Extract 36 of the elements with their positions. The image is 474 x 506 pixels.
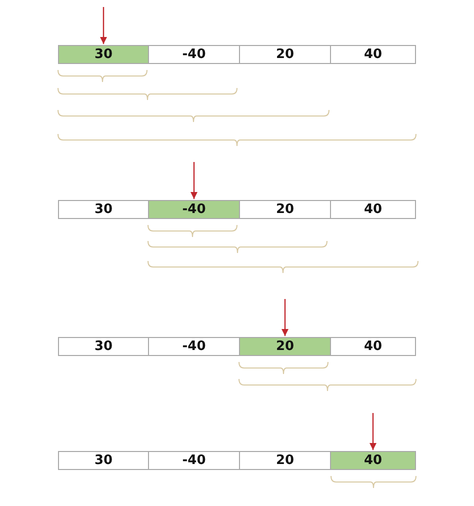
array-cell: [330, 45, 416, 64]
array-cell: [330, 200, 416, 219]
cell-value: -40: [182, 202, 206, 217]
highlighted-array-cell: [330, 451, 416, 470]
cell-value: 30: [94, 47, 113, 62]
array-cell: [58, 200, 149, 219]
cell-value: 20: [276, 339, 294, 354]
array-cell: [58, 451, 149, 470]
array-cell: [148, 45, 240, 64]
highlighted-array-cell: [239, 337, 331, 356]
cell-value: 40: [364, 453, 382, 468]
cell-value: 30: [94, 339, 113, 354]
cell-value: 30: [94, 453, 113, 468]
cell-value: -40: [182, 453, 206, 468]
array-cell: [239, 200, 331, 219]
arrow: [281, 299, 289, 336]
cell-value: 40: [364, 339, 382, 354]
array-cell: [58, 337, 149, 356]
cell-value: 40: [364, 202, 382, 217]
cell-value: -40: [182, 339, 206, 354]
array-cell: [239, 451, 331, 470]
array-cell: [239, 45, 331, 64]
arrow: [190, 162, 198, 199]
highlighted-array-cell: [58, 45, 149, 64]
cell-value: 40: [364, 47, 382, 62]
cell-value: -40: [182, 47, 206, 62]
array-cell: [148, 451, 240, 470]
highlighted-array-cell: [148, 200, 240, 219]
array-cell: [330, 337, 416, 356]
cell-value: 20: [276, 453, 294, 468]
cell-value: 30: [94, 202, 113, 217]
array-cell: [148, 337, 240, 356]
arrow: [100, 7, 108, 44]
cell-value: 20: [276, 202, 294, 217]
arrow: [369, 413, 377, 450]
cell-value: 20: [276, 47, 294, 62]
